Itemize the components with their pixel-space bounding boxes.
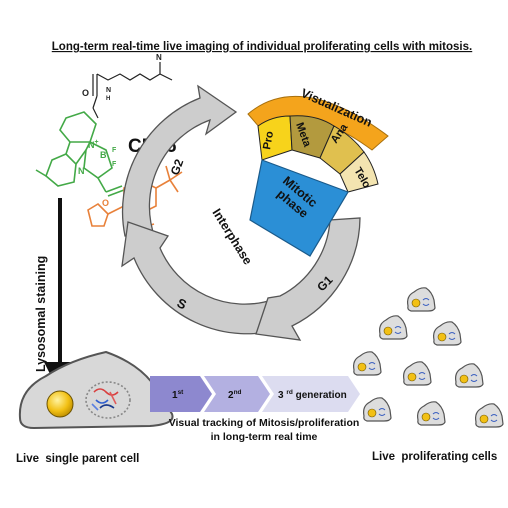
small-cell-lysosome: [437, 332, 447, 342]
generation-2-label: 2nd: [228, 389, 242, 401]
small-cell-lysosome: [411, 298, 421, 308]
atom-f2: F: [112, 161, 117, 168]
g1-arrow: [255, 217, 361, 341]
small-cell-nucleus: [418, 372, 426, 380]
small-cell: [353, 351, 382, 376]
small-cell: [379, 315, 408, 340]
small-cell-lysosome: [421, 412, 431, 422]
interphase-label: Interphase: [209, 206, 254, 267]
g2-arrow: [121, 84, 238, 239]
generation-3-chevron: [262, 376, 360, 412]
small-cell: [363, 397, 392, 422]
generation-1-label: 1st: [172, 389, 184, 401]
generation-1-chevron: [150, 376, 212, 412]
generation-3-label: 3 rd generation: [278, 389, 347, 401]
small-cell-lysosome: [459, 374, 469, 384]
small-cell: [407, 287, 436, 312]
small-cell-lysosome: [407, 372, 417, 382]
staining-label: Lysosomal staining: [34, 256, 48, 372]
atom-f1: F: [112, 147, 117, 154]
nucleus-chromosomes: [85, 381, 131, 419]
small-cell-nucleus: [470, 374, 478, 382]
small-cell: [455, 363, 484, 388]
tracking-caption-line2: in long-term real time: [211, 431, 318, 443]
small-cell-nucleus: [368, 362, 376, 370]
small-cell-lysosome: [383, 326, 393, 336]
s-arrow: [121, 221, 285, 335]
generation-banner: 1st 2nd 3 rd generation: [150, 376, 360, 412]
cell-cycle: G2 S G1 Interphase Visualization Pro Met…: [121, 84, 389, 341]
proliferating-caption: Live proliferating cells: [372, 451, 497, 463]
small-cell: [403, 361, 432, 386]
small-cell: [417, 401, 446, 426]
parent-caption: Live single parent cell: [16, 453, 139, 465]
proliferating-cells: [353, 287, 504, 428]
small-cell-nucleus: [394, 326, 402, 334]
small-cell-nucleus: [448, 332, 456, 340]
lysosome-sphere: [46, 390, 74, 418]
small-cell: [433, 321, 462, 346]
atom-n-amide: N: [106, 87, 111, 94]
atom-n: N: [78, 166, 85, 176]
atom-o: O: [102, 198, 109, 208]
small-cell-nucleus: [422, 298, 430, 306]
mitotic-phase-wedge: [249, 159, 349, 257]
atom-o-amide: O: [82, 88, 89, 98]
parent-cell: [18, 350, 174, 430]
small-cell-nucleus: [432, 412, 440, 420]
small-cell-nucleus: [490, 414, 498, 422]
small-cell-lysosome: [367, 408, 377, 418]
atom-b: B: [100, 150, 107, 160]
stage-pro-label: Pro: [261, 130, 276, 150]
cdy6-atom-labels: N+ N B F F O O N H N: [78, 53, 162, 208]
atom-n-plus: N+: [88, 139, 99, 150]
figure-title: Long-term real-time live imaging of indi…: [52, 41, 472, 53]
atom-h-amide: H: [106, 96, 110, 102]
generation-2-chevron: [204, 376, 270, 412]
g2-label: G2: [168, 157, 187, 177]
small-cell-lysosome: [357, 362, 367, 372]
tracking-caption-line1: Visual tracking of Mitosis/proliferation: [169, 417, 360, 429]
small-cell-nucleus: [378, 408, 386, 416]
small-cell: [475, 403, 504, 428]
atom-n-amine: N: [156, 53, 162, 62]
small-cell-lysosome: [479, 414, 489, 424]
stage-telo: [339, 151, 379, 193]
